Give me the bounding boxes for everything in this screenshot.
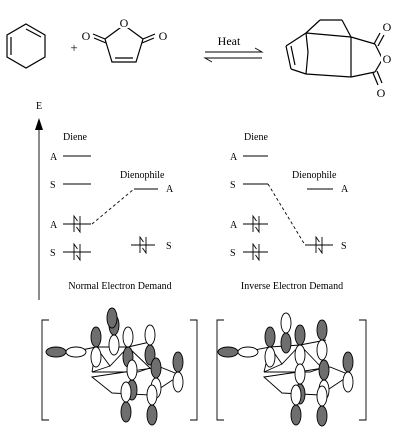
inverse-diene-S-label: S (230, 180, 236, 191)
normal-diene-homo-A-label: A (50, 220, 58, 231)
adduct-carbonyl-oxygen-bottom: O (377, 86, 386, 100)
normal-diene-label: Diene (63, 132, 87, 143)
adduct-ring-oxygen: O (383, 52, 392, 66)
carbonyl-oxygen-right: O (159, 29, 168, 43)
right-orbital-sketch (216, 312, 367, 427)
inverse-demand-diagram: Diene A S A S Dienophile A S Inverse Ele… (230, 132, 349, 292)
normal-diene-A-label: A (50, 152, 58, 163)
equilibrium-arrows: Heat (203, 34, 264, 63)
inverse-diene-lower-S-label: S (230, 248, 236, 259)
left-orbital-sketch (41, 307, 198, 426)
normal-caption: Normal Electron Demand (68, 281, 171, 292)
plus-sign: + (70, 40, 77, 55)
inverse-caption: Inverse Electron Demand (241, 281, 343, 292)
normal-dienophile-S-label: S (166, 241, 172, 252)
inverse-dienophile-S-label: S (341, 241, 347, 252)
normal-diene-lower-S-label: S (50, 248, 56, 259)
normal-diene-S-label: S (50, 180, 56, 191)
inverse-dienophile-label: Dienophile (292, 170, 337, 181)
inverse-diene-A-label: A (230, 152, 238, 163)
maleic-anhydride-structure: O O O (82, 16, 168, 63)
inverse-diene-homo-A-label: A (230, 220, 238, 231)
carbonyl-oxygen-left: O (82, 29, 91, 43)
inverse-lumo-homo-interaction (267, 183, 306, 246)
adduct-structure: O O O (285, 19, 394, 100)
inverse-dienophile-A-label: A (341, 184, 349, 195)
ring-oxygen: O (120, 16, 129, 30)
adduct-carbonyl-oxygen-top: O (383, 20, 392, 34)
normal-dienophile-A-label: A (166, 184, 174, 195)
energy-axis: E (35, 101, 43, 300)
inverse-diene-label: Diene (244, 132, 268, 143)
normal-homo-lumo-interaction (91, 188, 135, 225)
normal-demand-diagram: Diene A S A S Dienophile A S Normal Elec… (50, 132, 174, 292)
heat-label: Heat (218, 34, 241, 48)
energy-axis-label: E (36, 101, 42, 112)
cyclohexadiene-structure (6, 23, 46, 69)
normal-dienophile-label: Dienophile (120, 170, 165, 181)
